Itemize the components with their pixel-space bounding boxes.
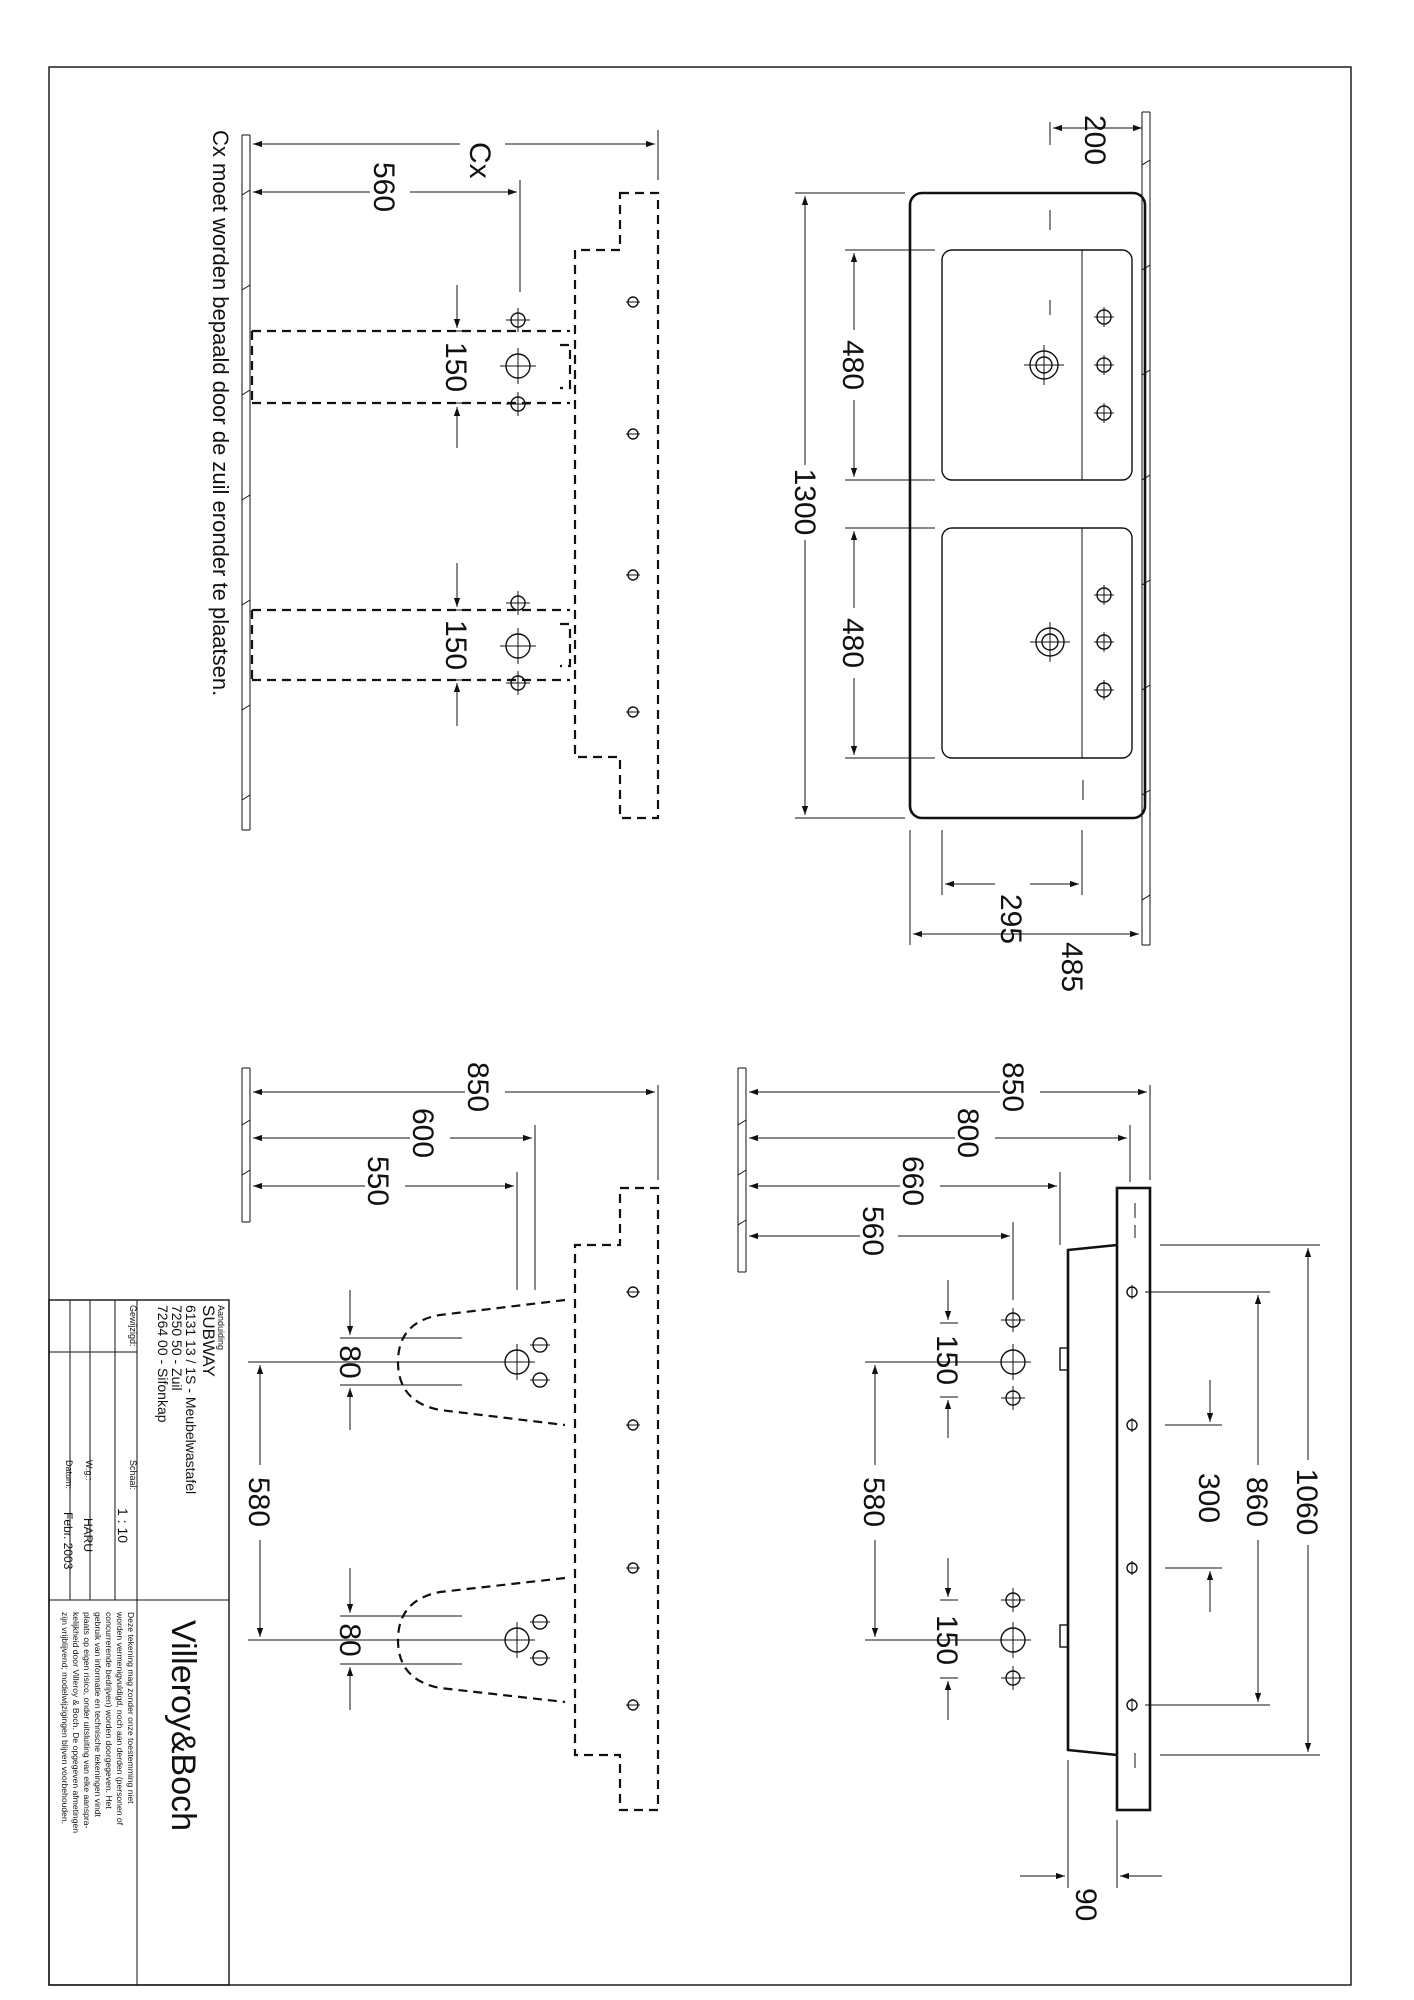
rear-note: Cx moet worden bepaald door de zuil eron…	[208, 130, 233, 696]
dim-480-b: 480	[836, 618, 869, 668]
tb-legal-4: gebruik van informatie en technische tek…	[93, 1612, 103, 1818]
dim-200: 200	[1078, 115, 1111, 165]
tb-wg-label: W.g.:	[84, 1460, 94, 1481]
plan-wall	[1141, 111, 1151, 946]
dim-150-front-a: 150	[930, 1335, 963, 1385]
rear-trap-1	[250, 329, 570, 405]
dim-485: 485	[1055, 942, 1088, 992]
dim-850-front: 850	[996, 1062, 1029, 1112]
front-outlet-1	[995, 1308, 1031, 1410]
dim-1300: 1300	[788, 469, 821, 536]
tb-legal-7: zijn vrijblijvend; modelwijzigingen blij…	[60, 1612, 70, 1824]
plan-drain-1	[1024, 345, 1064, 385]
dim-600: 600	[406, 1108, 439, 1158]
dim-580-front: 580	[857, 1477, 890, 1527]
tb-legal-2: worden vermenigvuldigd, noch aan derden …	[115, 1611, 125, 1826]
tb-line3: 7264 00 - Sifonkap	[155, 1305, 171, 1423]
rear-wall	[241, 134, 251, 831]
plan-tap-holes	[1094, 307, 1114, 700]
tb-logo: Villeroy&Boch	[164, 1620, 202, 1831]
dim-300: 300	[1192, 1473, 1225, 1523]
dim-800: 800	[951, 1108, 984, 1158]
dim-1060: 1060	[1290, 1469, 1323, 1536]
dim-480-a: 480	[836, 340, 869, 390]
front-view: 850 800 660 560 150 150 580	[737, 1062, 1323, 1921]
side-view: 850 600 550 80 80 580	[241, 1062, 660, 1812]
tb-aanduiding-label: Aanduiding	[216, 1305, 226, 1350]
dim-cx: Cx	[463, 142, 496, 179]
plan-view: 200 1300 480 480 295 485	[788, 111, 1151, 992]
tb-datum-label: Datum:	[64, 1460, 74, 1489]
dim-560-rear: 560	[367, 162, 400, 212]
tb-wg-value: HARU	[81, 1518, 95, 1552]
tb-legal-3: concurrerende bedrijven) worden doorgege…	[104, 1612, 114, 1809]
tb-product-name: SUBWAY	[199, 1305, 218, 1377]
tb-schaal-label: Schaal:	[128, 1460, 138, 1490]
dim-860: 860	[1240, 1477, 1273, 1527]
front-basin-top	[1115, 1186, 1152, 1812]
front-basin-body	[1066, 1243, 1118, 1757]
plan-bowl-1	[941, 249, 1133, 481]
dim-580-side: 580	[242, 1477, 275, 1527]
tb-gewijzigd-label: Gewijzigd:	[128, 1305, 138, 1347]
rear-outlet-1	[500, 308, 536, 416]
dim-295: 295	[994, 894, 1027, 944]
side-outlet-2	[499, 1614, 550, 1666]
tb-schaal-value: 1 : 10	[115, 1508, 131, 1543]
dim-560-front: 560	[856, 1206, 889, 1256]
dim-850-side: 850	[461, 1062, 494, 1112]
tb-datum-value: Febr. 2003	[61, 1512, 75, 1570]
side-basin-profile	[573, 1186, 660, 1812]
dim-150-rear-b: 150	[439, 620, 472, 670]
plan-basin-outline	[908, 191, 1147, 820]
rear-view: Cx 560 150 150 Cx moet worden bepaald do…	[208, 130, 660, 831]
dim-550: 550	[361, 1156, 394, 1206]
side-outlet-1	[499, 1337, 550, 1388]
tb-line1: 6131 13 / 1S - Meubelwastafel	[183, 1305, 199, 1494]
tb-line2: 7250 50 - Zuil	[169, 1305, 185, 1391]
dim-90: 90	[1069, 1888, 1102, 1921]
tb-legal-6: kelijkheid door Villeroy & Boch. De opge…	[71, 1612, 81, 1833]
sheet-border	[48, 66, 1352, 1986]
rear-basin-profile	[573, 191, 660, 820]
tb-legal-1: Deze tekening mag zonder onze toestemmin…	[126, 1612, 136, 1804]
rear-outlet-2	[500, 591, 536, 695]
dim-660: 660	[896, 1156, 929, 1206]
plan-drain-2	[1030, 622, 1070, 662]
title-block: Aanduiding SUBWAY 6131 13 / 1S - Meubelw…	[48, 1299, 230, 1986]
front-outlet-2	[995, 1588, 1031, 1690]
side-wall	[241, 1067, 251, 1223]
plan-bowl-2	[941, 527, 1133, 759]
tb-legal-5: plaats op eigen risico, onder uitsluitin…	[82, 1612, 92, 1829]
front-wall	[737, 1067, 747, 1273]
rear-trap-2	[250, 608, 570, 682]
dim-150-rear-a: 150	[439, 342, 472, 392]
